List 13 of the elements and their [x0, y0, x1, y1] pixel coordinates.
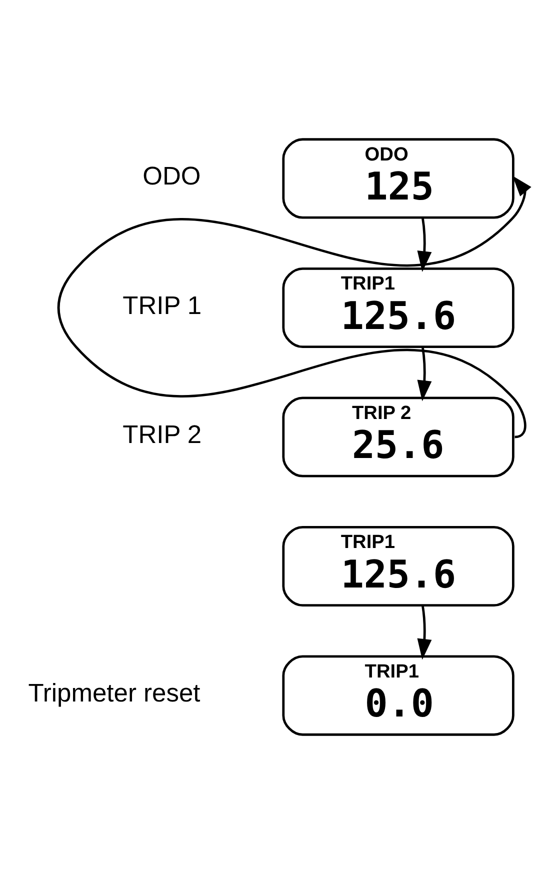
- node-box: TRIP1 125.6: [282, 526, 514, 607]
- node-box: TRIP 2 25.6: [282, 396, 514, 478]
- node-label: TRIP 1: [122, 292, 202, 320]
- arrow: [58, 176, 532, 438]
- label: Tripmeter reset: [28, 680, 200, 708]
- node-box: ODO 125: [282, 138, 514, 219]
- arrow: [417, 346, 432, 402]
- node-box: TRIP1 125.6: [282, 267, 514, 348]
- arrow: [417, 218, 432, 272]
- node-label: ODO: [142, 162, 201, 191]
- node-label: TRIP 2: [122, 421, 202, 450]
- arrow: [417, 606, 432, 660]
- node-box: TRIP1 0.0: [282, 655, 514, 736]
